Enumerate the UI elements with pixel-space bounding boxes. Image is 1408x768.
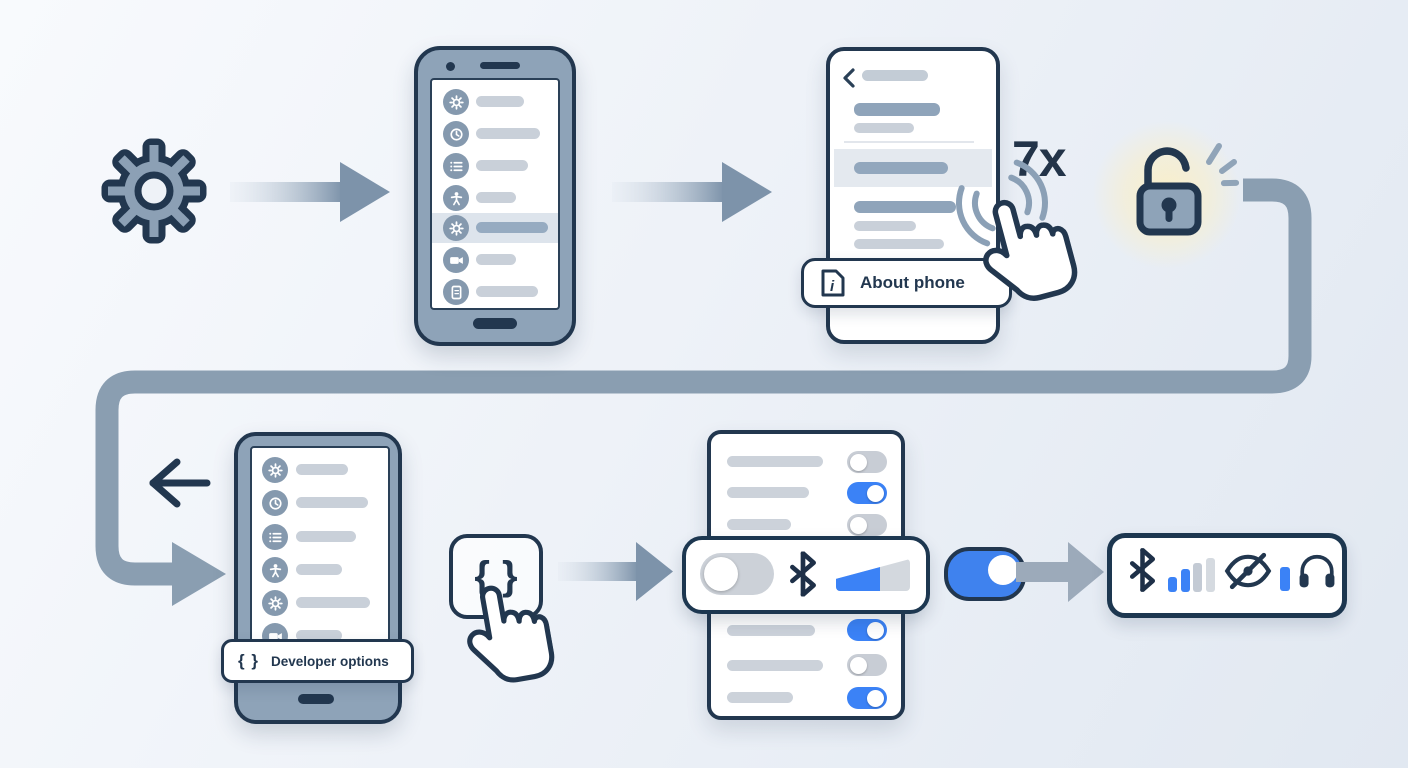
document-info-icon: i: [821, 269, 845, 297]
signal-bars-icon: [1168, 556, 1220, 592]
about-phone-callout-label: About phone: [860, 273, 965, 292]
about-phone-callout[interactable]: i About phone: [801, 258, 1012, 308]
settings-row-label[interactable]: [296, 630, 342, 641]
list-row-sublabel[interactable]: [854, 123, 914, 133]
settings-row-label[interactable]: [296, 564, 342, 575]
list-row-label[interactable]: [854, 201, 956, 213]
sparkle-icon: [1206, 143, 1240, 187]
setting-toggle[interactable]: [847, 687, 887, 709]
settings-row-gear-icon[interactable]: [262, 590, 288, 616]
svg-text:i: i: [830, 278, 835, 295]
settings-row-label[interactable]: [476, 96, 524, 107]
settings-row-label[interactable]: [476, 160, 528, 171]
settings-row-accessibility-icon[interactable]: [262, 557, 288, 583]
settings-row-label[interactable]: [296, 531, 356, 542]
list-row-sublabel[interactable]: [854, 239, 944, 249]
settings-row-label[interactable]: [476, 128, 540, 139]
settings-row-label[interactable]: [476, 192, 516, 203]
settings-row-gear-icon[interactable]: [262, 457, 288, 483]
statusbar-result: [1107, 533, 1347, 618]
tap-count-label: 7x: [1012, 131, 1067, 187]
setting-toggle[interactable]: [847, 451, 887, 473]
settings-row-gear-icon[interactable]: [443, 89, 469, 115]
setting-toggle[interactable]: [847, 619, 887, 641]
close-brace-glyph: }: [502, 554, 518, 598]
settings-row-clock-icon[interactable]: [443, 121, 469, 147]
arrow-right-icon: [558, 542, 673, 601]
settings-row-clock-icon[interactable]: [262, 490, 288, 516]
developer-options-callout[interactable]: { } Developer options: [221, 639, 414, 683]
visibility-off-icon: [1224, 552, 1272, 590]
signal-bar-4: [1205, 558, 1215, 592]
settings-row-accessibility-icon[interactable]: [443, 185, 469, 211]
home-button[interactable]: [298, 694, 334, 704]
enable-toggle[interactable]: [944, 547, 1026, 601]
bluetooth-setting-callout: [682, 536, 930, 614]
settings-row-label[interactable]: [296, 464, 348, 475]
arrow-right-icon: [612, 162, 772, 222]
signal-slider-fill: [836, 559, 881, 591]
phone-settings: [414, 46, 576, 346]
back-arrow-icon[interactable]: [141, 455, 213, 513]
setting-row-label: [727, 487, 809, 498]
bluetooth-toggle[interactable]: [700, 553, 774, 595]
headphones-icon: [1299, 554, 1335, 588]
settings-row-list-icon[interactable]: [443, 153, 469, 179]
setting-row-label: [727, 660, 823, 671]
setting-toggle[interactable]: [847, 654, 887, 676]
settings-row-document-icon[interactable]: [443, 279, 469, 305]
list-row-sublabel[interactable]: [854, 221, 916, 231]
settings-row-label[interactable]: [296, 497, 368, 508]
developer-options-callout-label: Developer options: [270, 653, 389, 669]
back-chevron-icon[interactable]: [842, 67, 856, 89]
divider: [844, 141, 974, 143]
tap-ripple-icon: [956, 157, 1048, 249]
list-row-label[interactable]: [854, 103, 940, 116]
screen-title: [862, 70, 928, 81]
developer-options-button[interactable]: { }: [449, 534, 543, 619]
setting-row-label: [727, 692, 793, 703]
signal-slider[interactable]: [836, 559, 910, 591]
front-camera-dot: [446, 62, 455, 71]
settings-row-camera-icon[interactable]: [443, 247, 469, 273]
signal-bar-2: [1180, 569, 1190, 592]
volume-level-icon: [1280, 567, 1290, 591]
settings-row-label[interactable]: [296, 597, 370, 608]
setting-row-label: [727, 625, 815, 636]
settings-screen: [250, 446, 390, 666]
settings-row-gear-icon[interactable]: [443, 215, 469, 241]
signal-bar-3: [1193, 563, 1202, 592]
settings-row-label[interactable]: [476, 254, 516, 265]
settings-row-list-icon[interactable]: [262, 524, 288, 550]
signal-bar-1: [1168, 577, 1177, 592]
arrow-right-icon: [230, 162, 390, 222]
setting-toggle[interactable]: [847, 514, 887, 536]
settings-row-label-highlighted[interactable]: [476, 222, 548, 233]
open-padlock-icon: [1136, 147, 1202, 236]
tap-hand-icon: [452, 576, 559, 694]
speaker-slot: [480, 62, 520, 69]
bluetooth-icon: [788, 551, 818, 597]
gear-icon: [101, 138, 207, 244]
setting-toggle[interactable]: [847, 482, 887, 504]
setting-row-label: [727, 519, 791, 530]
setting-row-label: [727, 456, 823, 467]
home-button[interactable]: [473, 318, 517, 329]
settings-screen: [430, 78, 560, 310]
about-phone-row[interactable]: [854, 162, 948, 174]
bluetooth-icon: [1128, 548, 1157, 592]
arrow-right-icon: [1016, 542, 1104, 602]
curly-braces-icon: { }: [238, 651, 259, 670]
settings-row-label[interactable]: [476, 286, 538, 297]
